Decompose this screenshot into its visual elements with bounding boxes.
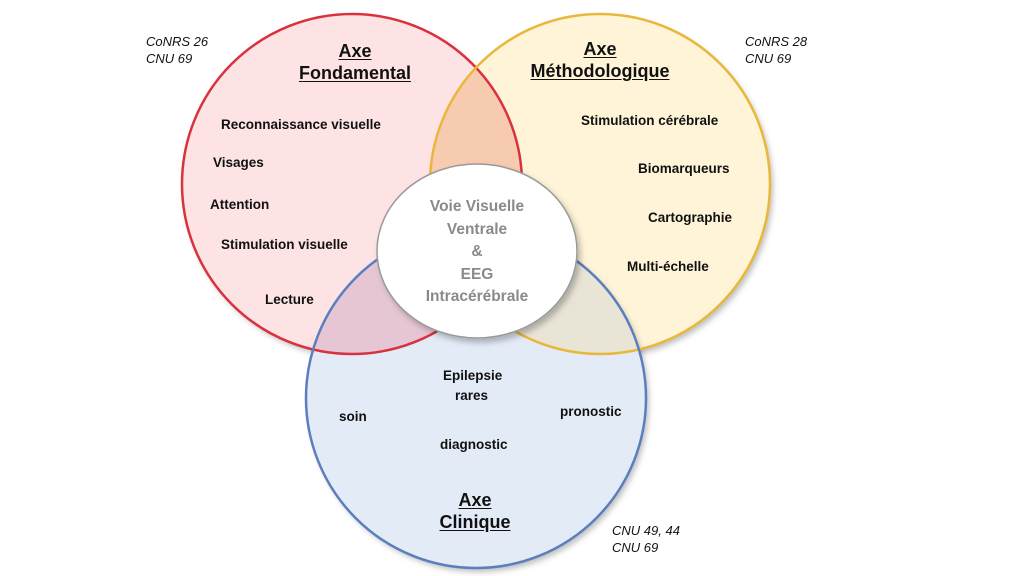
- note-fondamental-line-2: CNU 69: [146, 51, 193, 66]
- center-line-1: Voie Visuelle: [429, 198, 525, 215]
- item-epilepsie: Epilepsie: [443, 368, 503, 383]
- title-fondamental: Axe Fondamental: [270, 40, 440, 84]
- item-stimulation-cerebrale: Stimulation cérébrale: [581, 113, 719, 128]
- note-fondamental-line-1: CoNRS 26: [146, 34, 209, 49]
- title-methodologique-line-2: Méthodologique: [530, 61, 670, 81]
- item-multi-echelle: Multi-échelle: [627, 259, 709, 274]
- item-stimulation-visuelle: Stimulation visuelle: [221, 237, 348, 252]
- title-fondamental-line-2: Fondamental: [298, 63, 411, 83]
- item-attention: Attention: [210, 197, 270, 212]
- note-fondamental: CoNRS 26 CNU 69: [146, 33, 208, 67]
- note-clinique-line-2: CNU 69: [612, 540, 659, 555]
- item-soin: soin: [339, 409, 367, 424]
- title-fondamental-line-1: Axe: [338, 41, 372, 61]
- center-line-4: EEG: [460, 265, 494, 283]
- center-ellipse: [376, 163, 578, 339]
- item-diagnostic: diagnostic: [440, 437, 508, 452]
- title-clinique-line-1: Axe: [458, 490, 492, 510]
- center-line-5: Intracérébrale: [425, 288, 529, 305]
- center-line-2: Ventrale: [446, 220, 508, 238]
- center-label: Voie Visuelle Ventrale & EEG Intracérébr…: [378, 196, 576, 309]
- title-methodologique-line-1: Axe: [583, 39, 617, 59]
- item-biomarqueurs: Biomarqueurs: [638, 161, 730, 176]
- item-pronostic: pronostic: [560, 404, 622, 419]
- note-clinique-line-1: CNU 49, 44: [612, 523, 680, 538]
- title-clinique: Axe Clinique: [410, 489, 540, 533]
- note-clinique: CNU 49, 44 CNU 69: [612, 522, 680, 556]
- title-clinique-line-2: Clinique: [439, 512, 511, 532]
- item-rares: rares: [455, 388, 489, 403]
- title-methodologique: Axe Méthodologique: [510, 38, 690, 82]
- overlap-methodologique-clinique: [430, 228, 646, 354]
- item-cartographie: Cartographie: [648, 210, 733, 225]
- center-line-3: &: [471, 243, 483, 260]
- note-methodologique-line-1: CoNRS 28: [745, 34, 808, 49]
- note-methodologique-line-2: CNU 69: [745, 51, 792, 66]
- item-lecture: Lecture: [265, 292, 314, 307]
- note-methodologique: CoNRS 28 CNU 69: [745, 33, 807, 67]
- overlap-fondamental-clinique: [306, 228, 522, 354]
- item-visages: Visages: [213, 155, 264, 170]
- item-reconnaissance-visuelle: Reconnaissance visuelle: [221, 117, 381, 132]
